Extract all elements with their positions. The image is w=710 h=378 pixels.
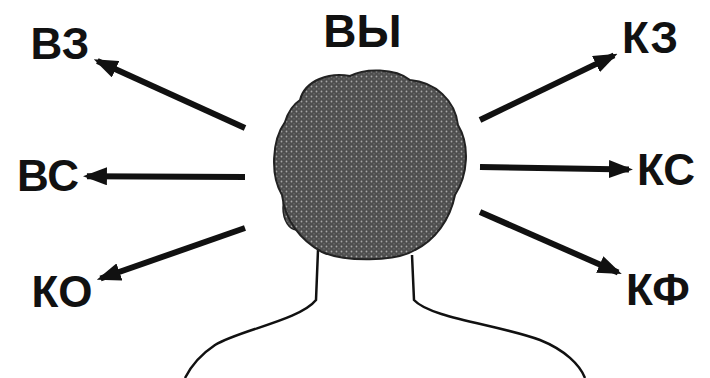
direction-label: КО bbox=[27, 266, 96, 318]
head-title: ВЫ bbox=[245, 6, 480, 57]
direction-label: КС bbox=[633, 144, 699, 196]
direction-arrow bbox=[480, 55, 614, 120]
direction-label: КФ bbox=[622, 264, 694, 316]
label-text: КФ bbox=[626, 266, 690, 314]
label-text: КС bbox=[637, 146, 695, 194]
person-head: ВЫ bbox=[245, 0, 480, 270]
label-text: КО bbox=[31, 268, 92, 316]
right-shoulder bbox=[412, 255, 585, 378]
left-shoulder bbox=[185, 250, 318, 378]
direction-label: ВЗ bbox=[27, 18, 94, 70]
head-hair bbox=[274, 70, 466, 259]
direction-arrow bbox=[87, 173, 245, 180]
direction-label: КЗ bbox=[618, 12, 682, 64]
direction-label: ВС bbox=[13, 150, 83, 202]
label-text: ВС bbox=[17, 152, 79, 200]
direction-arrow bbox=[480, 167, 629, 169]
direction-arrow bbox=[97, 61, 245, 128]
direction-arrow bbox=[101, 228, 245, 279]
direction-arrow bbox=[480, 212, 618, 273]
label-text: ВЗ bbox=[31, 20, 90, 68]
label-text: КЗ bbox=[622, 14, 678, 62]
